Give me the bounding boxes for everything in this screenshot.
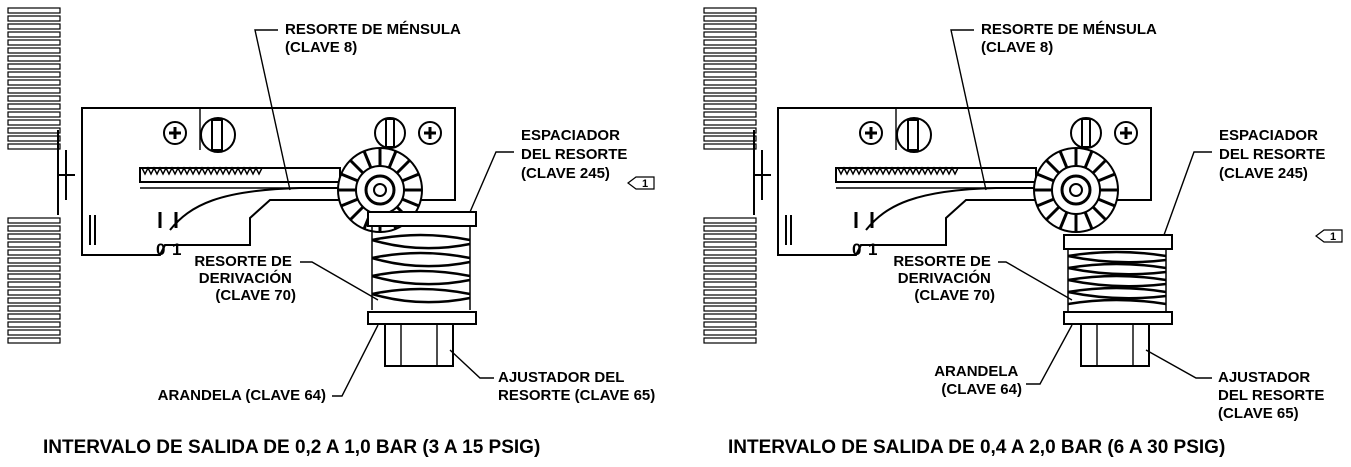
left-panel: 0 1 RESORTE DE MÉNSULA (CLAVE 8) ESPACIA… [6,6,655,458]
left-bypass-spring-label: RESORTE DE DERIVACIÓN (CLAVE 70) [194,253,296,304]
right-bracket-spring-label: RESORTE DE MÉNSULA (CLAVE 8) [981,21,1160,56]
right-spring-spacer [1063,234,1173,250]
right-scale-one: 1 [868,240,877,259]
right-washer-leader [1026,324,1073,385]
right-bypass-spring [1067,249,1167,312]
right-washer-label: ARANDELA (CLAVE 64) [934,363,1022,398]
left-spring-spacer [367,211,477,227]
left-washer [367,311,477,325]
right-caption: INTERVALO DE SALIDA DE 0,4 A 2,0 BAR (6 … [728,437,1225,458]
left-scale-zero: 0 [156,240,165,259]
left-washer-label: ARANDELA (CLAVE 64) [158,387,326,404]
left-washer-leader [332,324,379,397]
left-adjuster-leader [449,349,494,379]
right-spring-spacer-label: ESPACIADOR DEL RESORTE (CLAVE 245) [1219,127,1330,182]
left-caption: INTERVALO DE SALIDA DE 0,2 A 1,0 BAR (3 … [43,437,540,458]
left-bypass-leader [300,261,379,301]
left-spring-adjuster [384,323,454,367]
left-spring-spacer-label: ESPACIADOR DEL RESORTE (CLAVE 245) [521,127,632,182]
left-adjuster-label: AJUSTADOR DEL RESORTE (CLAVE 65) [498,369,655,404]
right-note-marker: 1 [1315,229,1343,243]
left-bypass-spring [371,226,471,310]
svg-text:1: 1 [642,178,648,190]
right-panel: 0 1 RESORTE DE MÉNSULA (CLAVE 8) ESPACIA… [702,6,1343,458]
left-bracket-spring-label: RESORTE DE MÉNSULA (CLAVE 8) [285,21,464,56]
right-spring-adjuster [1080,323,1150,367]
left-bracket-spring-leader [254,29,291,191]
right-spacer-leader [1163,151,1212,236]
right-adjuster-leader [1145,349,1212,379]
left-spacer-leader [469,151,514,213]
right-bracket-spring-leader [950,29,987,191]
right-washer [1063,311,1173,325]
svg-text:1: 1 [1330,231,1336,243]
right-bypass-spring-label: RESORTE DE DERIVACIÓN (CLAVE 70) [893,253,995,304]
left-scale-one: 1 [172,240,181,259]
left-note-marker: 1 [627,176,655,190]
right-scale-zero: 0 [852,240,861,259]
right-adjuster-label: AJUSTADOR DEL RESORTE (CLAVE 65) [1218,369,1329,422]
right-bypass-leader [998,261,1073,301]
